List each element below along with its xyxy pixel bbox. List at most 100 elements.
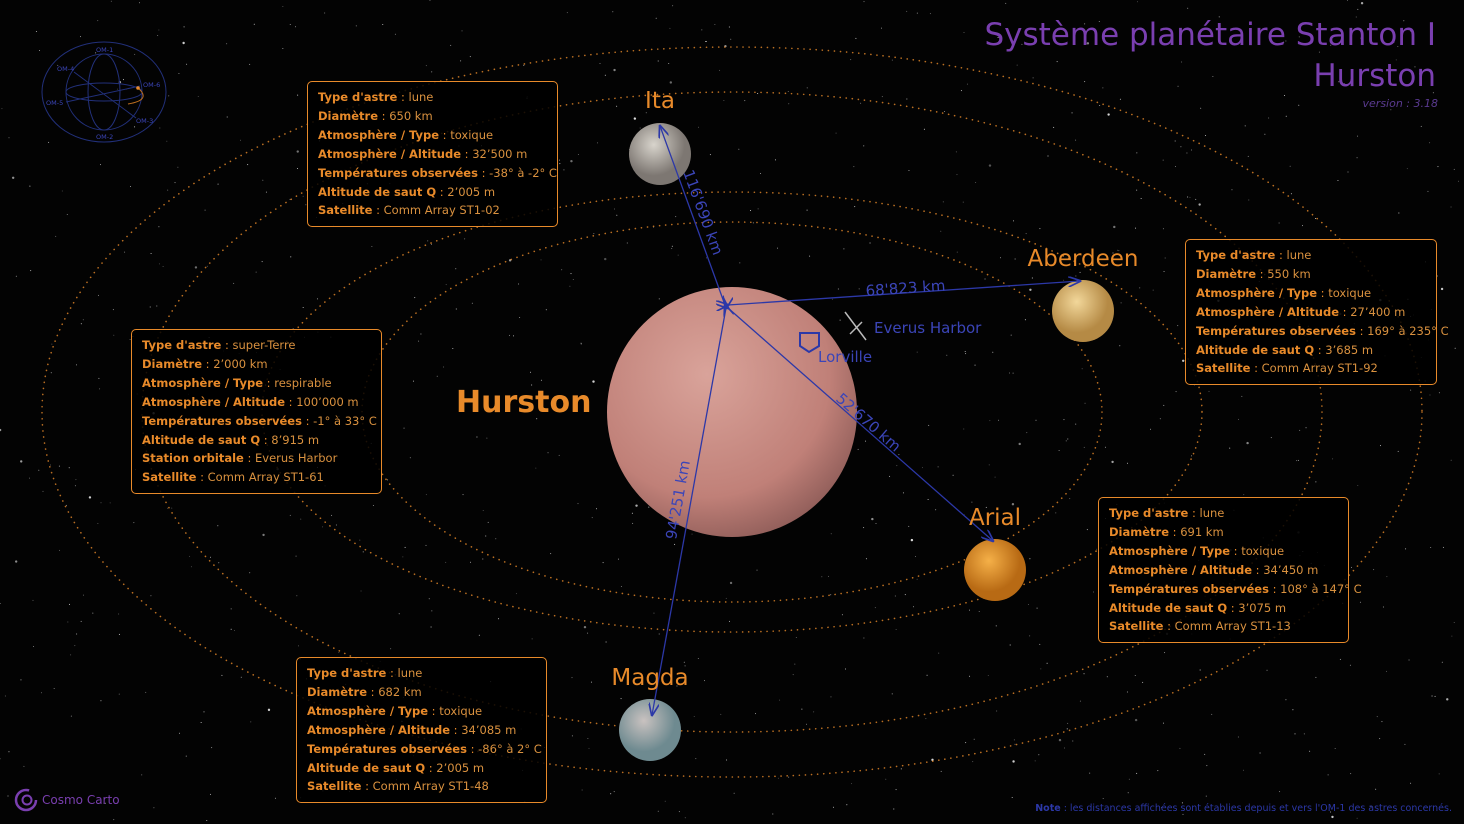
star (756, 569, 758, 571)
star (1112, 252, 1114, 254)
star (82, 319, 84, 321)
orbit-aberdeen (261, 191, 1203, 633)
planet-hurston[interactable] (607, 287, 857, 537)
star (1099, 105, 1101, 107)
info-value: Comm Array ST1-48 (372, 779, 489, 794)
star (296, 150, 299, 153)
star (671, 245, 673, 247)
star (668, 62, 670, 64)
star (177, 166, 179, 168)
star (1182, 813, 1184, 815)
star (461, 30, 463, 32)
star (359, 539, 361, 541)
star (617, 558, 619, 560)
star (302, 195, 304, 197)
star (693, 716, 695, 718)
info-key: Diamètre (1196, 266, 1256, 281)
star (1373, 569, 1375, 571)
star (59, 549, 61, 551)
separator: : (361, 779, 373, 794)
star (460, 60, 462, 62)
separator: : (1275, 248, 1287, 262)
star (1457, 180, 1459, 182)
star (0, 428, 2, 432)
star (1029, 558, 1031, 560)
om-label: OM-6 (143, 81, 160, 89)
star (1397, 450, 1399, 452)
star (513, 335, 515, 337)
moon-aberdeen[interactable] (1052, 280, 1114, 342)
star (1349, 664, 1351, 666)
star (118, 633, 120, 635)
star (728, 620, 730, 622)
star (100, 502, 102, 504)
lorville-marker-icon[interactable] (799, 332, 820, 354)
star (860, 102, 862, 104)
star (40, 692, 42, 694)
star (1337, 180, 1339, 182)
star (360, 590, 362, 592)
info-value: 550 km (1267, 266, 1311, 281)
star (197, 95, 199, 97)
star (420, 333, 422, 335)
star (1330, 811, 1332, 813)
star (975, 181, 977, 183)
star (1376, 716, 1378, 718)
separator: : (1169, 524, 1181, 539)
star (830, 594, 832, 596)
star (908, 525, 910, 527)
star (968, 609, 970, 611)
star (561, 269, 563, 271)
space-station-icon[interactable] (844, 311, 867, 341)
info-key: Atmosphère / Altitude (318, 146, 462, 161)
star (1247, 155, 1249, 157)
star (1190, 455, 1192, 457)
separator: : (301, 413, 314, 428)
star (1434, 695, 1436, 697)
star (940, 770, 942, 772)
info-key: Diamètre (142, 356, 202, 371)
star (162, 266, 164, 268)
star (1208, 390, 1210, 392)
star (1162, 722, 1164, 724)
star (1174, 165, 1176, 167)
separator: : (196, 470, 208, 485)
star (965, 353, 967, 355)
star (881, 96, 883, 98)
separator: : (260, 432, 272, 447)
star (1453, 622, 1455, 624)
star (159, 127, 161, 129)
separator: : (243, 451, 256, 466)
station-label: Everus Harbor (874, 319, 982, 337)
star (587, 738, 589, 740)
star (297, 94, 299, 96)
info-value: toxique (1241, 543, 1285, 558)
star (923, 128, 925, 130)
star (38, 469, 40, 471)
star (1009, 644, 1011, 646)
minimap (41, 41, 167, 143)
moon-arial[interactable] (964, 539, 1026, 601)
star (701, 29, 703, 31)
moon-magda[interactable] (619, 699, 681, 761)
star (1136, 772, 1138, 774)
info-key: Atmosphère / Altitude (1109, 562, 1253, 577)
star (50, 372, 52, 374)
star (613, 208, 615, 210)
star (478, 634, 480, 636)
info-row: Diamètre : 2’000 km (142, 355, 371, 374)
star (843, 248, 845, 250)
separator: : (1314, 342, 1326, 357)
star (1177, 325, 1179, 327)
star (587, 632, 589, 634)
star (450, 44, 452, 46)
star (997, 36, 999, 38)
star (583, 625, 587, 629)
star (916, 578, 918, 580)
star (1290, 193, 1292, 195)
star (0, 603, 1, 605)
star (331, 514, 333, 516)
star (885, 778, 887, 780)
info-value: 2’005 m (447, 184, 496, 199)
star (255, 271, 257, 273)
